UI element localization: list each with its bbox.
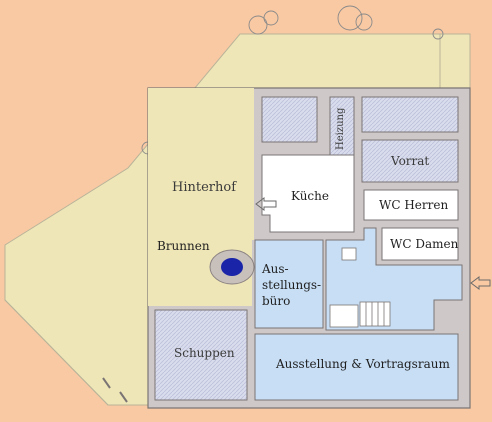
label-wc-herren: WC Herren [379, 198, 449, 212]
room-wc-herren [363, 189, 459, 221]
label-buero-line2: stellungs- [262, 278, 322, 292]
room-top-right-hatched [361, 96, 459, 133]
room-wc-damen [381, 227, 459, 261]
label-buero-line3: büro [262, 294, 291, 308]
staircase-icon [359, 301, 391, 327]
label-ausstellung: Ausstellung & Vortragsraum [276, 357, 450, 371]
room-ausstellungsbuero [254, 239, 324, 329]
room-ausstellung [254, 333, 459, 401]
label-heizung: Heizung [335, 107, 346, 150]
label-hinterhof: Hinterhof [172, 180, 237, 195]
room-vorrat [361, 139, 459, 183]
fountain-icon [209, 249, 255, 285]
label-buero-line1: Aus- [262, 262, 289, 276]
arrow-left-outline-icon [255, 197, 277, 211]
label-wc-damen: WC Damen [390, 237, 459, 251]
label-kueche: Küche [291, 189, 329, 203]
label-vorrat: Vorrat [391, 154, 430, 168]
room-kueche [261, 154, 355, 233]
label-schuppen: Schuppen [174, 346, 235, 360]
label-brunnen: Brunnen [157, 239, 210, 253]
room-heizung [329, 96, 355, 156]
room-top-left-hatched [261, 96, 318, 143]
arrow-left-outline-icon [470, 276, 491, 290]
room-schuppen [154, 309, 248, 401]
